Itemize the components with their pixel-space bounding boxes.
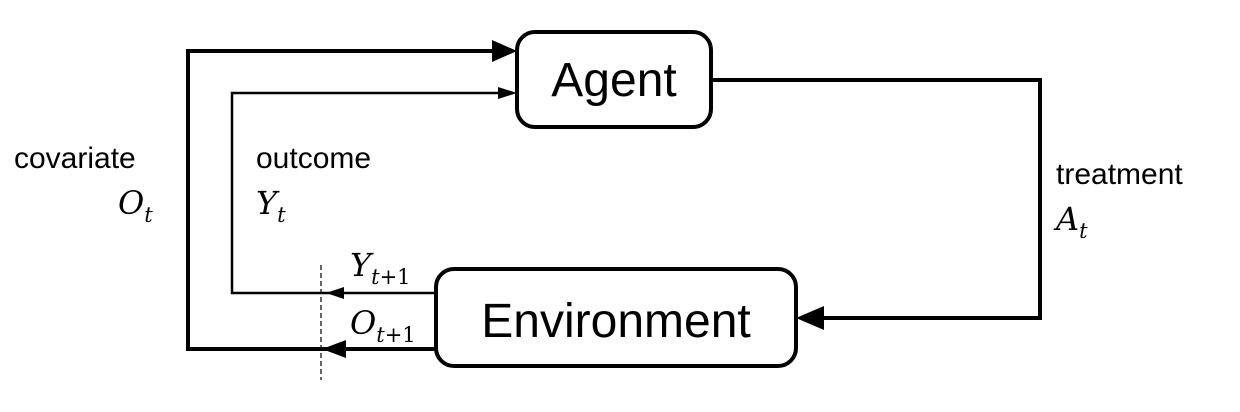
next-covariate-arrowhead <box>322 340 346 358</box>
covariate-arrowhead <box>492 40 517 62</box>
environment-label: Environment <box>481 295 750 348</box>
environment-node: Environment <box>434 267 798 368</box>
outcome-label: outcome <box>256 142 371 175</box>
next-outcome-arrowhead <box>326 287 344 299</box>
covariate-symbol: Ot <box>118 184 153 227</box>
treatment-edge <box>711 78 1042 330</box>
next-covariate-symbol: Ot+1 <box>350 304 416 347</box>
covariate-label: covariate <box>14 142 136 175</box>
outcome-symbol: Yt <box>256 184 286 227</box>
next-outcome-symbol: Yt+1 <box>350 246 411 289</box>
agent-label: Agent <box>551 54 676 107</box>
treatment-arrowhead <box>796 306 824 330</box>
covariate-edge <box>186 40 517 351</box>
treatment-label: treatment <box>1056 158 1183 191</box>
agent-node: Agent <box>515 30 713 129</box>
treatment-symbol: At <box>1053 200 1088 243</box>
outcome-arrowhead <box>498 87 517 99</box>
